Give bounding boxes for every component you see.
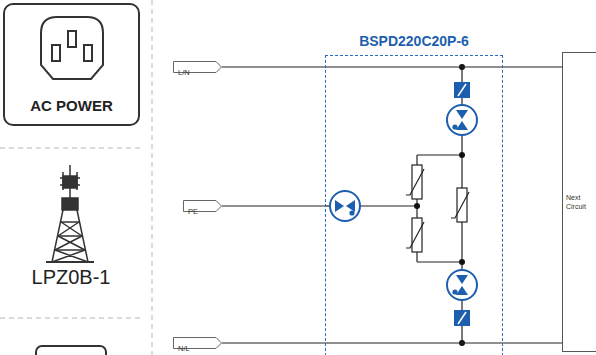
varistor-symbol <box>406 218 424 252</box>
tower-icon <box>46 165 94 262</box>
varistor-symbol <box>406 165 424 199</box>
power-icon-box: AC POWER <box>3 3 140 126</box>
tag-outline <box>173 61 222 73</box>
varistor-symbol <box>451 188 469 222</box>
box-label: Next Circuit <box>563 193 596 211</box>
zone-label: LPZ0B-1 <box>0 266 142 289</box>
wire <box>222 66 562 67</box>
box-label: AC POWER <box>5 97 138 114</box>
fuse-symbol <box>454 310 470 326</box>
tag-outline <box>183 200 222 212</box>
terminal-tag: PE <box>183 200 222 212</box>
terminal-tag: L/N <box>173 61 222 73</box>
terminal-name: N/L <box>173 343 190 355</box>
socket-icon <box>5 5 138 95</box>
spd-module: BSPD220C20P-6 <box>325 32 503 355</box>
terminal-tag: N/L <box>173 337 222 349</box>
terminal-name: L/N <box>173 67 190 79</box>
module-title: BSPD220C20P-6 <box>325 32 503 50</box>
partial-icon-box <box>36 346 106 355</box>
tag-outline <box>173 337 222 349</box>
terminal-name: PE <box>183 206 198 218</box>
divider <box>0 0 152 355</box>
junction-dot <box>414 64 465 346</box>
wire <box>222 205 325 206</box>
wire <box>222 342 562 343</box>
gas-discharge-tube <box>330 191 360 221</box>
spd-circuit <box>325 67 462 343</box>
next-circuit-box: Next Circuit <box>562 52 596 352</box>
dashed-outline <box>325 55 503 355</box>
gas-discharge-tube <box>447 105 477 135</box>
fuse-symbol <box>454 82 470 98</box>
gas-discharge-tube <box>447 270 477 300</box>
